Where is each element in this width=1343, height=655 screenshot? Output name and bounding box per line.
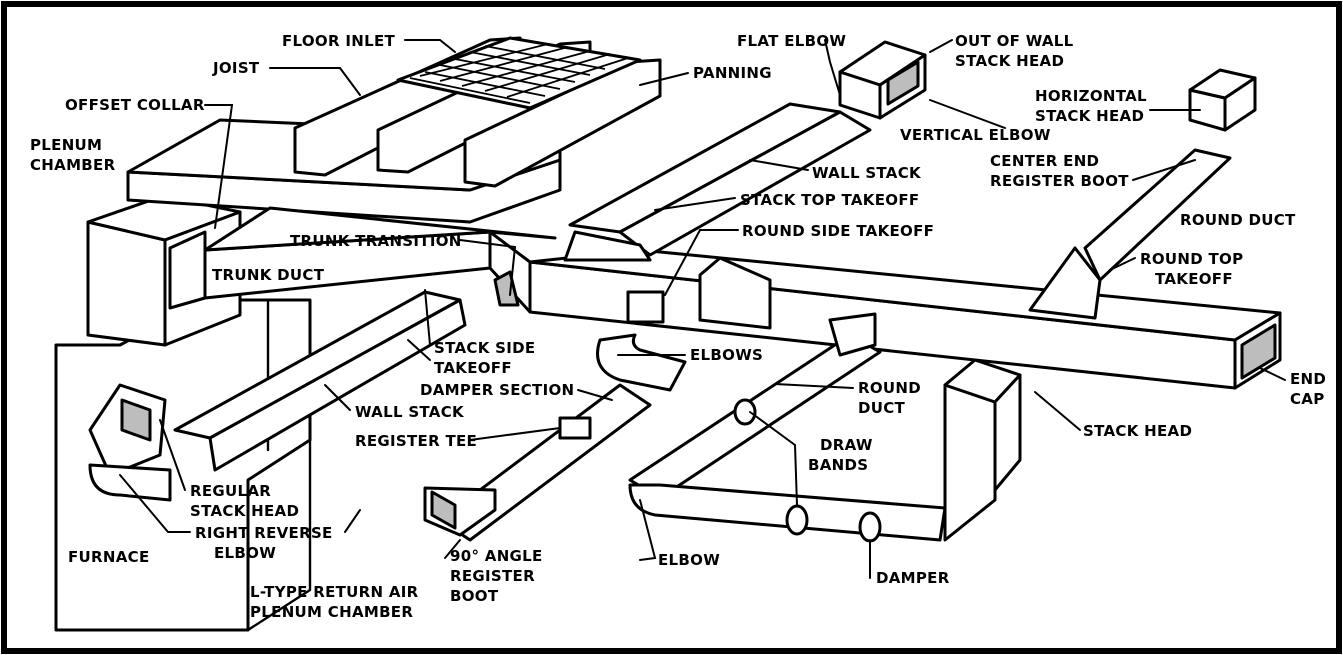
label-stack-top-takeoff: STACK TOP TAKEOFF bbox=[740, 191, 919, 209]
diagram-drawing bbox=[54, 36, 1282, 632]
upper-wall-stack bbox=[563, 102, 872, 262]
label-chamber: CHAMBER bbox=[30, 156, 116, 174]
label-horizontal: HORIZONTAL bbox=[1035, 87, 1147, 105]
label-right-reverse-elbow: ELBOW bbox=[214, 544, 276, 562]
label-stack-side: STACK SIDE bbox=[434, 339, 535, 357]
label-center-end: CENTER END bbox=[990, 152, 1099, 170]
labels: FLOOR INLET JOIST PANNING OFFSET COLLAR … bbox=[30, 32, 1326, 621]
label-wall-stack-upper: WALL STACK bbox=[812, 164, 922, 182]
label-joist: JOIST bbox=[212, 59, 260, 77]
round-ducts-left bbox=[423, 290, 687, 542]
trunk-duct-continuation bbox=[528, 248, 1282, 390]
label-elbow: ELBOW bbox=[658, 551, 720, 569]
label-round-duct-upper: ROUND DUCT bbox=[1180, 211, 1296, 229]
out-of-wall-stack-head bbox=[838, 40, 927, 120]
label-offset-collar: OFFSET COLLAR bbox=[65, 96, 205, 114]
label-end: END bbox=[1290, 370, 1326, 388]
label-trunk-duct: TRUNK DUCT bbox=[212, 266, 325, 284]
label-round-side-takeoff: ROUND SIDE TAKEOFF bbox=[742, 222, 934, 240]
leader-lines bbox=[119, 39, 1286, 579]
label-horizontal-stack-head: STACK HEAD bbox=[1035, 107, 1144, 125]
floor-inlet-grille bbox=[396, 36, 642, 110]
label-damper-section: DAMPER SECTION bbox=[420, 381, 574, 399]
label-right-reverse: RIGHT REVERSE bbox=[195, 524, 333, 542]
label-round-duct: DUCT bbox=[858, 399, 906, 417]
label-l-type-return: L-TYPE RETURN AIR bbox=[250, 583, 419, 601]
label-wall-stack-lower: WALL STACK bbox=[355, 403, 465, 421]
label-round: ROUND bbox=[858, 379, 921, 397]
label-trunk-transition: TRUNK TRANSITION bbox=[290, 232, 462, 250]
label-floor-inlet: FLOOR INLET bbox=[282, 32, 395, 50]
label-out-of-wall: OUT OF WALL bbox=[955, 32, 1074, 50]
label-out-of-wall-stack-head: STACK HEAD bbox=[955, 52, 1064, 70]
label-round-top-takeoff: TAKEOFF bbox=[1155, 270, 1233, 288]
label-plenum: PLENUM bbox=[30, 136, 102, 154]
label-stack-side-takeoff: TAKEOFF bbox=[434, 359, 512, 377]
label-regular-stack-head: STACK HEAD bbox=[190, 502, 299, 520]
label-flat-elbow: FLAT ELBOW bbox=[737, 32, 846, 50]
label-stack-head: STACK HEAD bbox=[1083, 422, 1192, 440]
label-plenum-chamber-lower: PLENUM CHAMBER bbox=[250, 603, 413, 621]
label-end-cap: CAP bbox=[1290, 390, 1325, 408]
label-angle: 90° ANGLE bbox=[450, 547, 543, 565]
trunk-duct bbox=[168, 206, 557, 310]
label-angle-boot: BOOT bbox=[450, 587, 499, 605]
label-damper: DAMPER bbox=[876, 569, 950, 587]
label-furnace: FURNACE bbox=[68, 548, 150, 566]
label-draw: DRAW bbox=[820, 436, 873, 454]
lower-wall-stack bbox=[88, 290, 467, 502]
label-angle-register: REGISTER bbox=[450, 567, 535, 585]
label-register-boot: REGISTER BOOT bbox=[990, 172, 1129, 190]
stack-head bbox=[943, 358, 1022, 542]
label-vertical-elbow: VERTICAL ELBOW bbox=[900, 126, 1051, 144]
label-draw-bands: BANDS bbox=[808, 456, 868, 474]
label-panning: PANNING bbox=[693, 64, 772, 82]
label-round-top: ROUND TOP bbox=[1140, 250, 1243, 268]
label-elbows: ELBOWS bbox=[690, 346, 763, 364]
label-register-tee: REGISTER TEE bbox=[355, 432, 477, 450]
horizontal-stack-head bbox=[1028, 68, 1257, 320]
label-regular: REGULAR bbox=[190, 482, 271, 500]
